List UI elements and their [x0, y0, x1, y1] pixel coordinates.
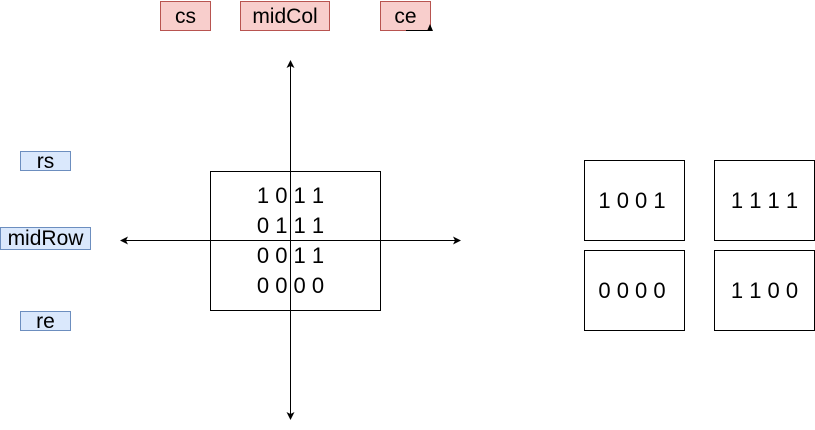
matrix-row-1: 1 0 1 1 [256, 183, 325, 208]
col-label-ce: ce [380, 1, 431, 31]
matrix-row-4: 0 0 0 0 [256, 273, 325, 298]
quadrant-bottom-right-box [714, 250, 815, 331]
quadrant-top-right-box [714, 160, 815, 241]
col-label-midcol: midCol [240, 1, 330, 31]
quadrant-bottom-left-text: 0 0 0 0 [598, 277, 666, 303]
quadrant-top-right-text: 1 1 1 1 [730, 187, 799, 213]
col-label-cs: cs [160, 1, 211, 31]
quadrant-bottom-right-text: 1 1 0 0 [730, 277, 799, 303]
row-label-re: re [20, 311, 71, 332]
ce-connector-arrow [427, 24, 433, 31]
matrix-row-2: 0 1 1 1 [256, 213, 325, 238]
row-label-rs: rs [20, 151, 71, 172]
row-label-midrow: midRow [0, 227, 91, 250]
quadrant-bottom-left-box [584, 250, 685, 331]
quadrant-top-left-box [584, 160, 685, 241]
matrix-row-3: 0 0 1 1 [256, 243, 325, 268]
quadrant-top-left-text: 1 0 0 1 [598, 187, 666, 213]
